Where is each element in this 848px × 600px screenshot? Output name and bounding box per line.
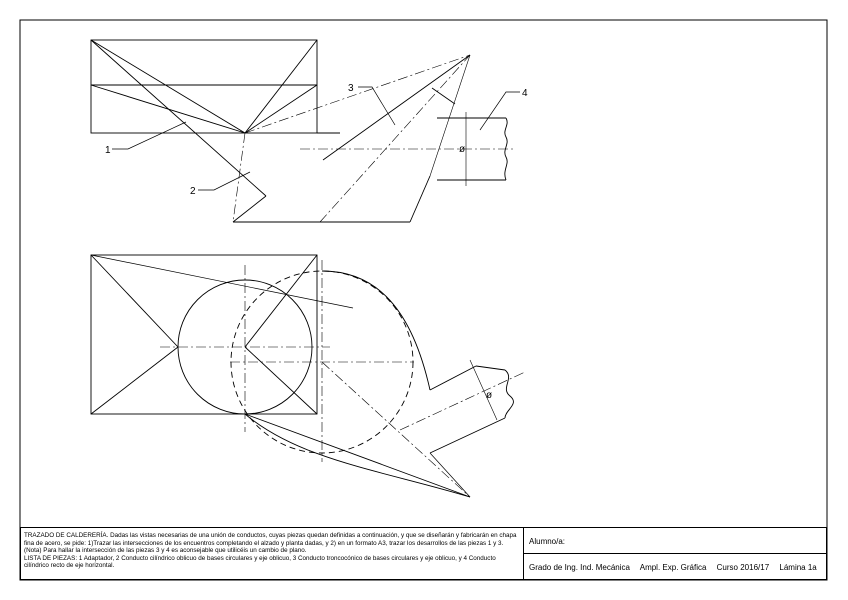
exercise-statement: TRAZADO DE CALDERERÍA. Dadas las vistas … xyxy=(21,528,524,579)
diameter-symbol-upper: ø xyxy=(459,144,465,155)
part-1-adapter-plan xyxy=(90,254,354,415)
title-block: TRAZADO DE CALDERERÍA. Dadas las vistas … xyxy=(20,527,827,580)
part-2-oblique-cylinder xyxy=(90,39,410,223)
part-2-circle-plan xyxy=(160,265,330,432)
part-4-horizontal-cylinder xyxy=(300,112,515,186)
callout-leaders-upper xyxy=(112,86,520,191)
part-3-cone-plan xyxy=(230,260,471,498)
elevation-view xyxy=(90,39,520,223)
callout-3: 3 xyxy=(348,83,354,94)
course-info: Grado de Ing. Ind. Mecánica Ampl. Exp. G… xyxy=(524,554,826,579)
student-field: Alumno/a: xyxy=(524,528,826,554)
subject-label: Ampl. Exp. Gráfica xyxy=(639,563,707,572)
parts-list-text: LISTA DE PIEZAS: 1 Adaptador, 2 Conducto… xyxy=(24,554,496,570)
callout-2: 2 xyxy=(190,186,196,197)
callout-4: 4 xyxy=(522,88,528,99)
part-3-truncated-cone xyxy=(244,54,471,223)
sheet-label: Lámina 1a xyxy=(779,563,817,572)
callout-1: 1 xyxy=(105,145,111,156)
plan-view xyxy=(90,254,526,498)
diameter-symbol-lower: ø xyxy=(486,390,492,401)
course-label: Curso 2016/17 xyxy=(716,563,770,572)
part-4-cylinder-plan xyxy=(399,359,526,454)
sheet-border xyxy=(19,19,828,581)
statement-text: TRAZADO DE CALDERERÍA. Dadas las vistas … xyxy=(24,532,517,555)
part-1-adapter xyxy=(90,39,318,134)
degree-label: Grado de Ing. Ind. Mecánica xyxy=(529,563,630,572)
student-label: Alumno/a: xyxy=(529,537,566,546)
